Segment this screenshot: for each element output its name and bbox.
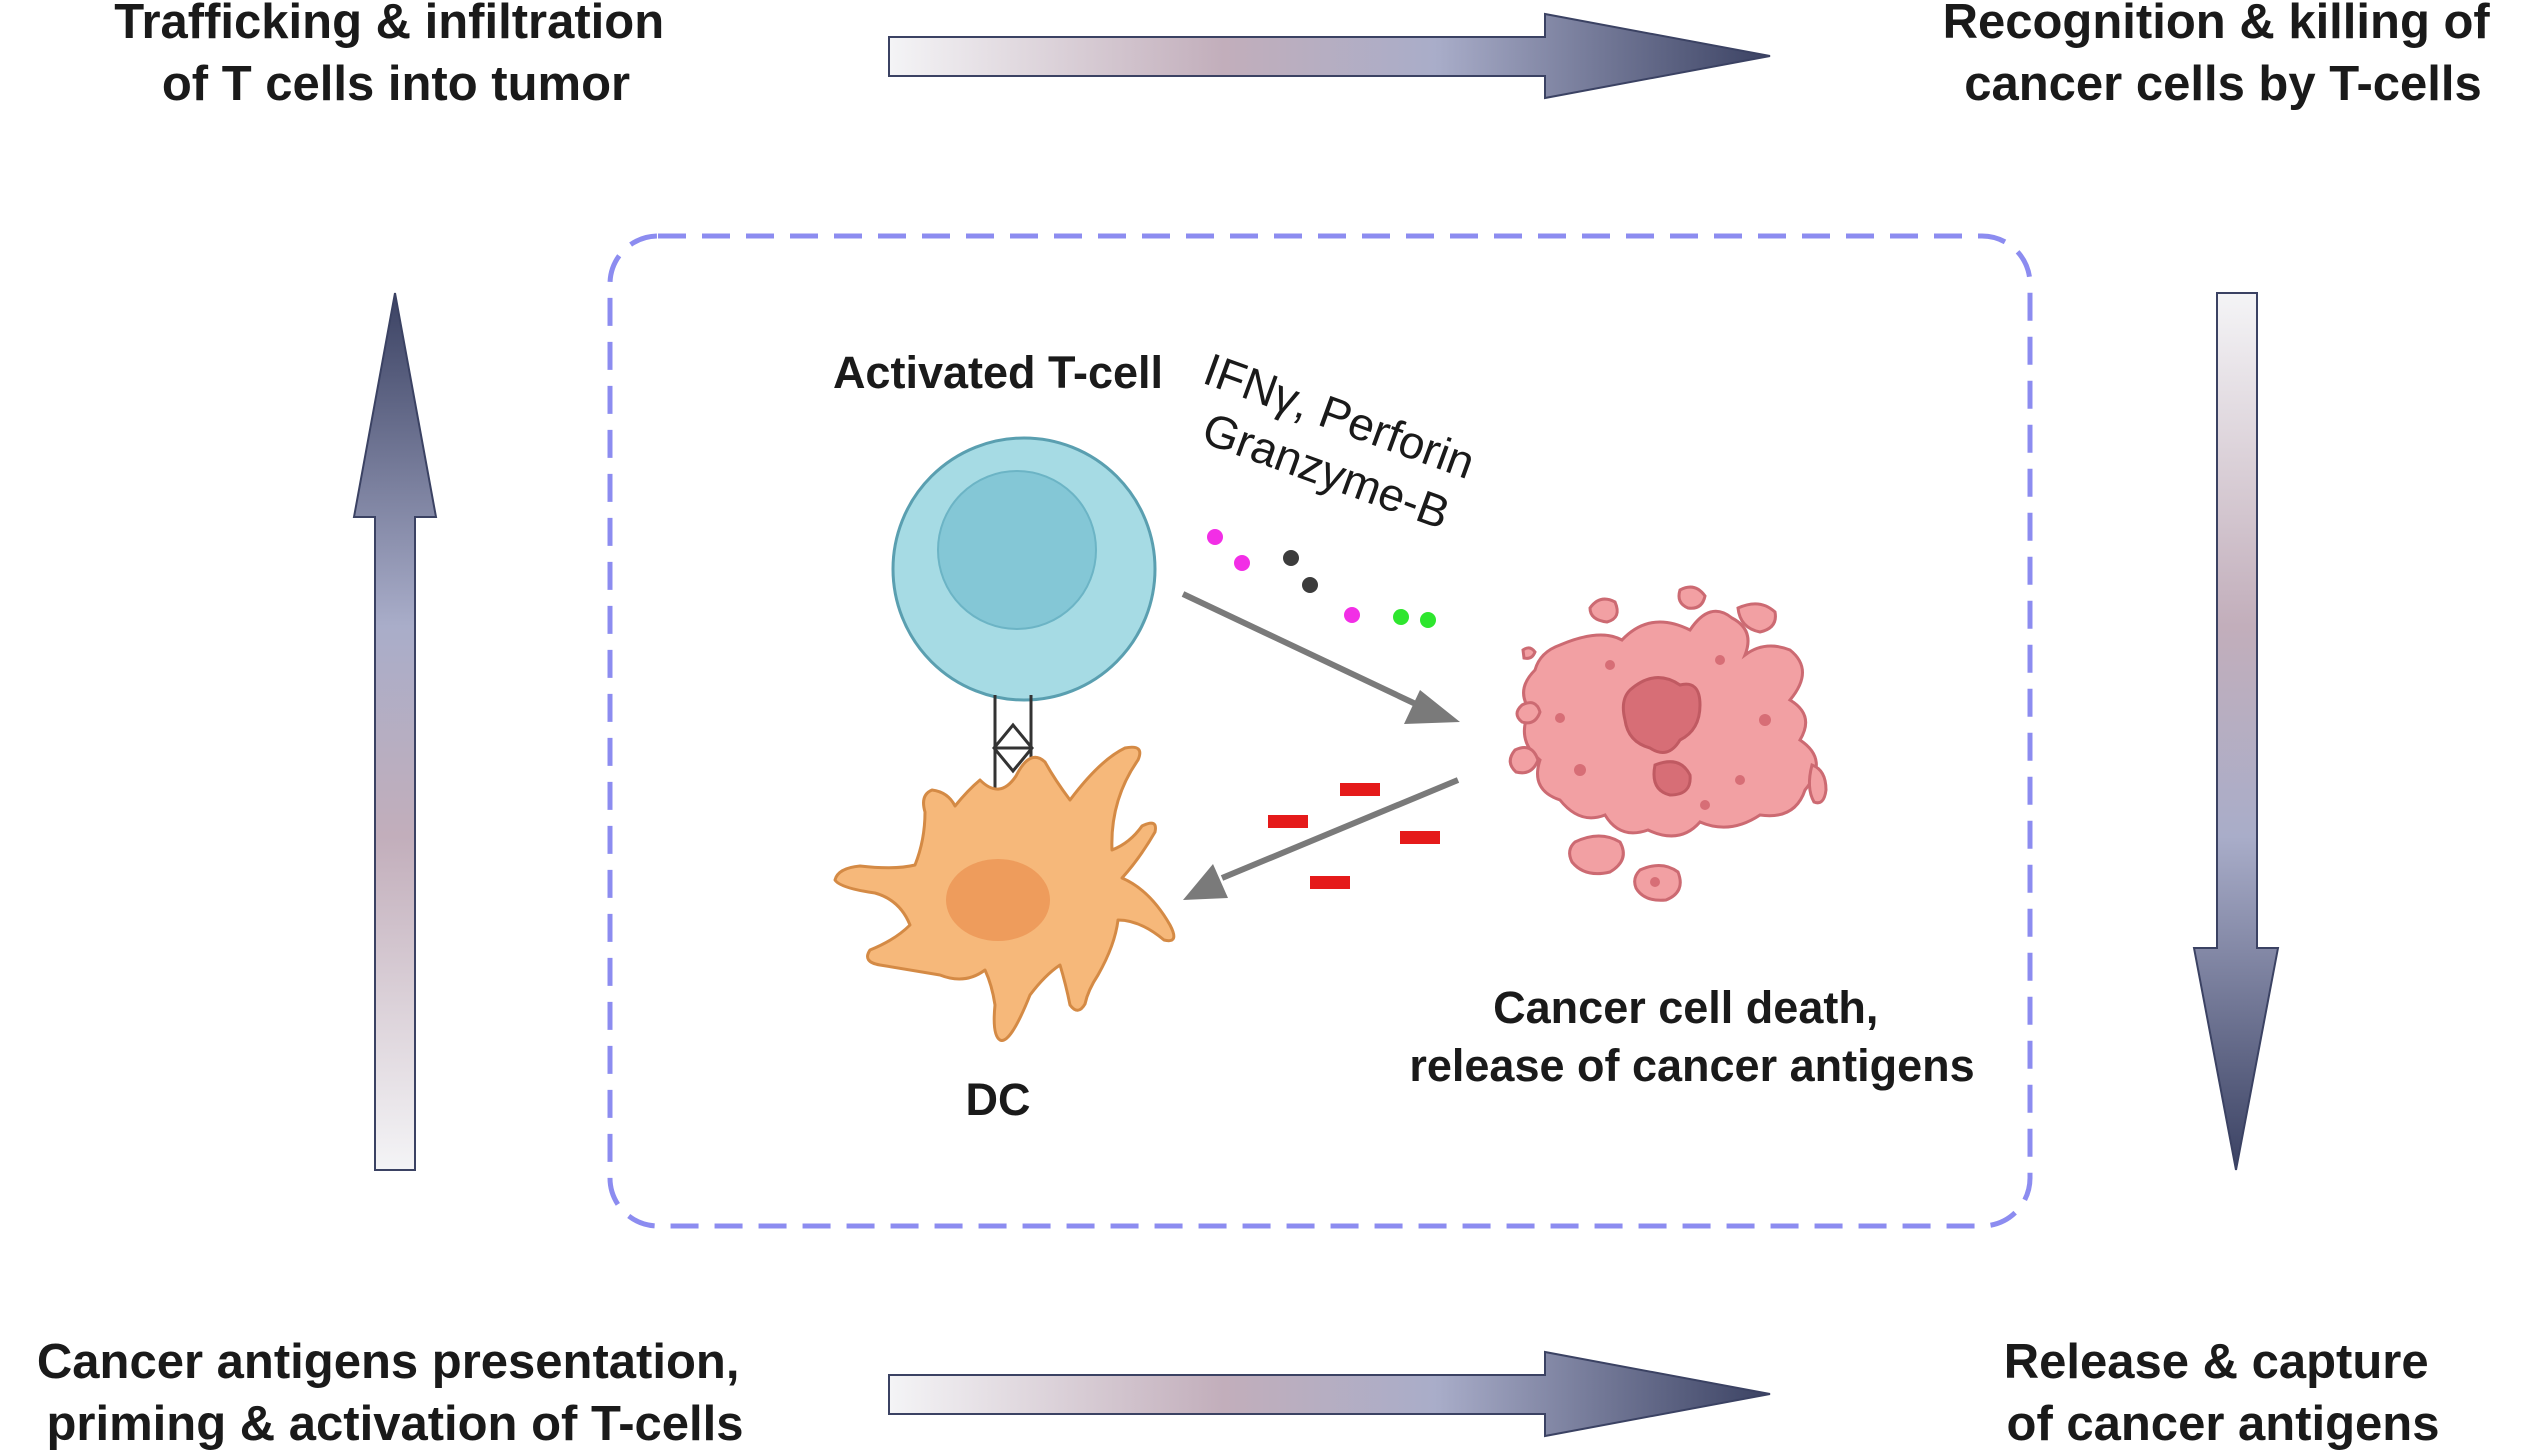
label-trafficking: Trafficking & infiltration of T cells in… — [114, 0, 678, 111]
tumor-microenvironment-box — [607, 233, 2033, 1229]
dying-cancer-cell — [1508, 585, 1828, 902]
dendritic-cell — [833, 745, 1176, 1042]
cycle-arrow-left — [352, 292, 438, 1171]
antigen-release-arrow — [1220, 777, 1460, 881]
cancer-antigen — [1310, 876, 1350, 889]
cytokine-dot — [1234, 555, 1250, 571]
cancer-antigen — [1400, 831, 1440, 844]
killing-arrow-head — [1404, 690, 1460, 724]
cancer-antigen — [1268, 815, 1308, 828]
effector-molecules-label: IFNγ, Perforin Granzyme-B — [1178, 343, 1494, 546]
antigen-release-arrow-head — [1183, 864, 1228, 900]
cytokine-dot — [1207, 529, 1223, 545]
killing-arrow — [1181, 591, 1422, 709]
label-antigen-presentation: Cancer antigens presentation, priming & … — [37, 1335, 753, 1451]
label-recognition-killing: Recognition & killing of cancer cells by… — [1943, 0, 2504, 111]
cytokine-dot — [1420, 612, 1436, 628]
tcell-label: Activated T-cell — [833, 347, 1163, 398]
cancer-antigen — [1340, 783, 1380, 796]
cycle-arrow-bottom — [888, 1350, 1771, 1438]
cycle-arrow-right — [2192, 292, 2280, 1171]
cytokine-dot — [1344, 607, 1360, 623]
cytokine-dot — [1302, 577, 1318, 593]
cytokine-dot — [1393, 609, 1409, 625]
cytokine-dot — [1283, 550, 1299, 566]
cancer-cell-death-label: Cancer cell death, release of cancer ant… — [1409, 982, 1974, 1091]
label-release-capture: Release & capture of cancer antigens — [2004, 1335, 2443, 1451]
cycle-arrow-top — [888, 12, 1771, 100]
dc-label: DC — [966, 1074, 1031, 1125]
activated-tcell — [891, 436, 1157, 702]
